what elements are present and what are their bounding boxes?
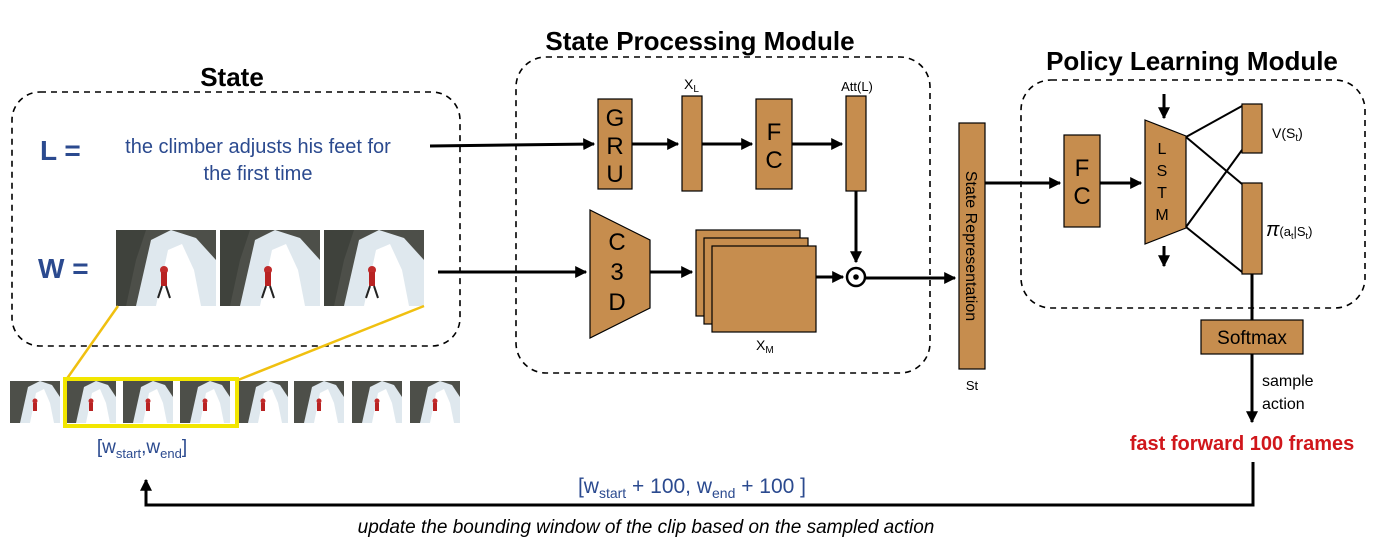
w-label: W =: [38, 253, 89, 284]
xm-label: XM: [756, 337, 774, 356]
gru-letter-r: R: [606, 133, 623, 160]
fc-letter-f: F: [767, 119, 782, 146]
state-processing-box: [515, 56, 931, 374]
fast-forward-label: fast forward 100 frames: [1130, 433, 1355, 455]
state-representation-block: [958, 122, 986, 370]
gru-block: [597, 98, 633, 190]
dot-product-center: [853, 274, 859, 280]
xl-block: [681, 95, 703, 192]
arrow-l-to-gru: [429, 138, 596, 151]
state-processing-title: State Processing Module: [545, 26, 854, 56]
lstm-to-value-line-2: [1185, 149, 1243, 228]
sample-action-line1: sample: [1262, 373, 1314, 390]
policy-fc-letter-c: C: [1073, 183, 1090, 210]
lstm-letter-s: S: [1157, 163, 1168, 180]
window-frames: [115, 229, 425, 307]
lstm-letter-m: M: [1155, 207, 1168, 224]
c3d-letter-c: C: [608, 229, 625, 256]
softmax-label: Softmax: [1217, 328, 1287, 349]
state-representation-label: State Representation: [962, 171, 979, 321]
xm-block-front: [711, 245, 817, 333]
c3d-letter-3: 3: [610, 259, 623, 286]
lstm-letter-t: T: [1157, 185, 1167, 202]
window-label: [wstart,wend]: [97, 437, 187, 461]
c3d-block: [589, 209, 651, 339]
policy-block: [1241, 182, 1263, 275]
policy-label: π(at|St): [1266, 219, 1312, 241]
value-block: [1241, 103, 1263, 154]
c3d-letter-d: D: [608, 289, 625, 316]
video-frame-2: [219, 229, 321, 307]
l-label: L =: [40, 135, 81, 166]
lstm-to-policy-line: [1185, 136, 1243, 185]
softmax-block: [1200, 319, 1304, 355]
state-box: [11, 91, 461, 347]
update-caption: update the bounding window of the clip b…: [358, 517, 935, 538]
video-frame-1: [115, 229, 217, 307]
feedback-loop-line: [140, 462, 1255, 507]
l-text-line2: the first time: [204, 163, 313, 185]
policy-learning-box: [1020, 79, 1366, 309]
policy-learning-title: Policy Learning Module: [1046, 46, 1338, 76]
video-frame-3: [323, 229, 425, 307]
value-label: V(St): [1272, 125, 1303, 144]
att-label: Att(L): [841, 79, 873, 94]
update-formula: [wstart + 100, wend + 100 ]: [578, 475, 806, 501]
lstm-to-policy-line-2: [1185, 226, 1243, 273]
xl-label: XL: [684, 76, 699, 95]
sample-action-line2: action: [1262, 396, 1305, 413]
lstm-block: [1144, 119, 1187, 245]
state-title: State: [200, 62, 264, 92]
window-connector-right: [237, 304, 425, 382]
gru-letter-g: G: [606, 105, 625, 132]
gru-letter-u: U: [606, 161, 623, 188]
window-connector-left: [64, 305, 120, 381]
policy-fc-letter-f: F: [1075, 155, 1090, 182]
att-block: [845, 95, 867, 192]
lstm-to-value-line: [1185, 105, 1243, 138]
policy-fc-block: [1063, 134, 1101, 228]
window-highlight: [63, 377, 239, 428]
l-text-line1: the climber adjusts his feet for: [125, 136, 391, 158]
st-label: St: [966, 378, 979, 393]
fc-letter-c: C: [765, 147, 782, 174]
lstm-letter-l: L: [1158, 141, 1167, 158]
